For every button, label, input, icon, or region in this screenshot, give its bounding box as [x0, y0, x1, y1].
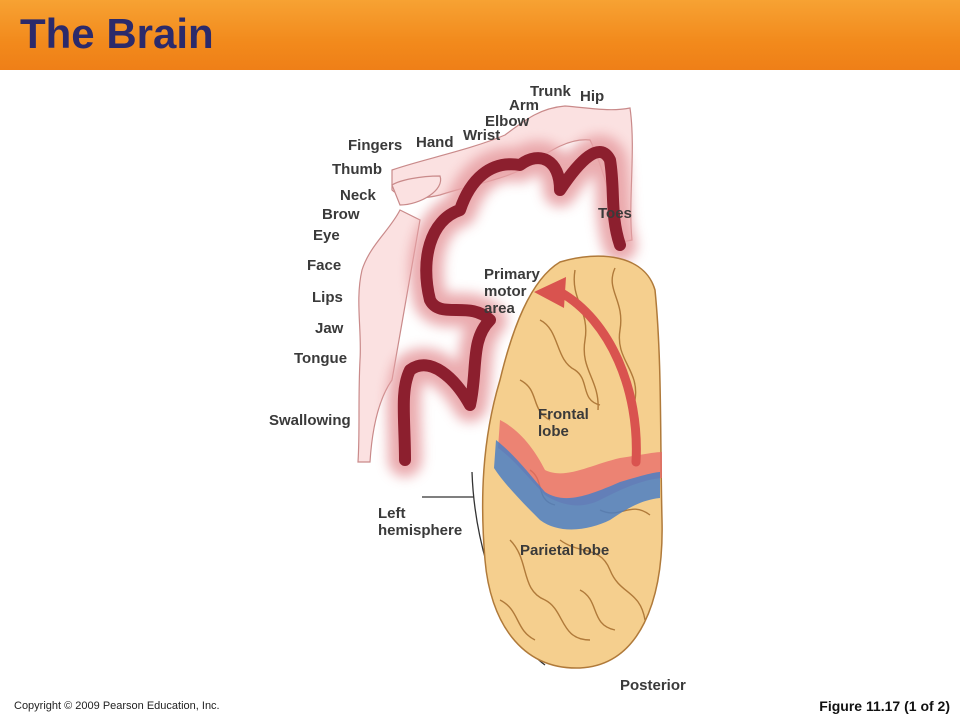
- figure-caption: Figure 11.17 (1 of 2): [819, 698, 950, 714]
- sensory-strip: [494, 440, 660, 530]
- label-arm: Arm: [509, 97, 540, 114]
- label-elbow: Elbow: [485, 113, 530, 130]
- label-face: Face: [307, 257, 342, 274]
- label-neck: Neck: [340, 187, 376, 204]
- label-thumb: Thumb: [332, 161, 382, 178]
- label-hip: Hip: [580, 88, 605, 105]
- label-brow: Brow: [322, 206, 360, 223]
- label-primary-motor-area: Primary motor area: [484, 266, 540, 317]
- label-frontal-lobe: Frontal lobe: [538, 406, 589, 440]
- label-wrist: Wrist: [463, 127, 501, 144]
- label-hand: Hand: [416, 134, 454, 151]
- label-left-hemisphere: Left hemisphere: [378, 505, 463, 539]
- label-parietal-lobe: Parietal lobe: [520, 542, 610, 559]
- copyright-text: Copyright © 2009 Pearson Education, Inc.: [14, 700, 220, 712]
- label-fingers: Fingers: [348, 137, 403, 154]
- label-posterior: Posterior: [620, 677, 686, 694]
- label-toes: Toes: [598, 205, 632, 222]
- slide-title: The Brain: [20, 10, 214, 57]
- label-swallowing: Swallowing: [269, 412, 351, 429]
- brain-top-view: [481, 255, 663, 669]
- label-trunk: Trunk: [530, 83, 571, 100]
- homunculus-figure: [357, 105, 633, 463]
- label-tongue: Tongue: [294, 350, 348, 367]
- arrow: [555, 287, 641, 467]
- label-jaw: Jaw: [315, 320, 344, 337]
- label-eye: Eye: [313, 227, 340, 244]
- cortex-section: [397, 146, 626, 466]
- title-bar: [0, 0, 960, 70]
- label-lips: Lips: [312, 289, 343, 306]
